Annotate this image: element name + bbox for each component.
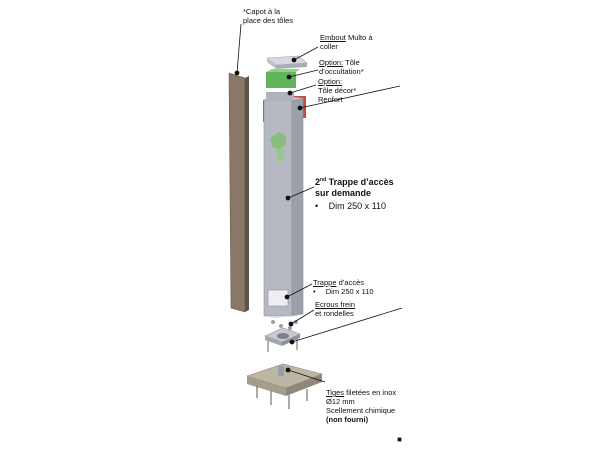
label-ecrous-line1: Ecrous frein <box>315 300 356 309</box>
label-trappe1: Trappe d’accès • Dim 250 x 110 <box>313 278 374 296</box>
label-trappe1-bullet: • <box>313 287 316 296</box>
label-trappe2-sup: nd <box>320 177 327 183</box>
label-tiges-word: Tiges <box>326 388 345 397</box>
label-embout: Embout Multo à coller <box>320 33 373 51</box>
label-trappe2-bullet: • <box>315 201 319 211</box>
label-trappe2: 2nd Trappe d’accès sur demande • Dim 250… <box>315 177 394 212</box>
label-embout-rest: Multo à <box>345 33 373 42</box>
fixing-plate <box>264 327 301 352</box>
end-cap <box>266 55 308 69</box>
label-capot-line1: *Capot à la <box>243 7 281 16</box>
label-tiges: Tiges filetées en inox Ø12 mm Scellement… <box>326 388 396 424</box>
label-capot: *Capot à la place des tôles <box>243 7 293 25</box>
label-tiges-line3: Scellement chimique <box>326 406 396 415</box>
label-trappe2-line2: sur demande <box>315 188 372 198</box>
label-trappe1-dim: Dim 250 x 110 <box>325 287 374 296</box>
label-ecrous-line2: et rondelles <box>315 309 354 318</box>
label-trappe1-word: Trappe <box>313 278 337 287</box>
nuts-washers <box>271 320 298 330</box>
label-embout-word: Embout <box>320 33 346 42</box>
label-decor-line2: Tôle décor* <box>318 86 357 95</box>
side-panel <box>228 72 249 313</box>
label-embout-line2: coller <box>320 42 338 51</box>
label-option-occultation: Option: Tôle d’occultation* <box>319 58 364 76</box>
label-ecrous: Ecrous frein et rondelles <box>315 300 355 318</box>
base-block <box>246 363 323 409</box>
label-occultation-rest: Tôle <box>343 58 360 67</box>
label-occultation-line2: d’occultation* <box>319 67 364 76</box>
label-trappe2-title: Trappe d’accès <box>326 177 394 187</box>
label-trappe2-num: 2 <box>315 177 321 187</box>
post-body <box>263 92 304 318</box>
label-renfort: Renfort <box>318 95 343 104</box>
label-tiges-line2: Ø12 mm <box>326 397 355 406</box>
label-tiges-line4: (non fourni) <box>326 415 369 424</box>
label-capot-line2: place des tôles <box>243 16 294 25</box>
label-decor-word: Option: <box>318 77 343 86</box>
leader-lines <box>234 23 403 442</box>
label-tiges-rest: filetées en inox <box>344 388 397 397</box>
label-trappe2-dim: Dim 250 x 110 <box>328 201 387 211</box>
label-occultation-word: Option: <box>319 58 344 67</box>
label-option-decor: Option: Tôle décor* <box>318 77 356 95</box>
label-trappe1-rest: d’accès <box>336 278 365 287</box>
occultation-sheet <box>266 69 300 88</box>
